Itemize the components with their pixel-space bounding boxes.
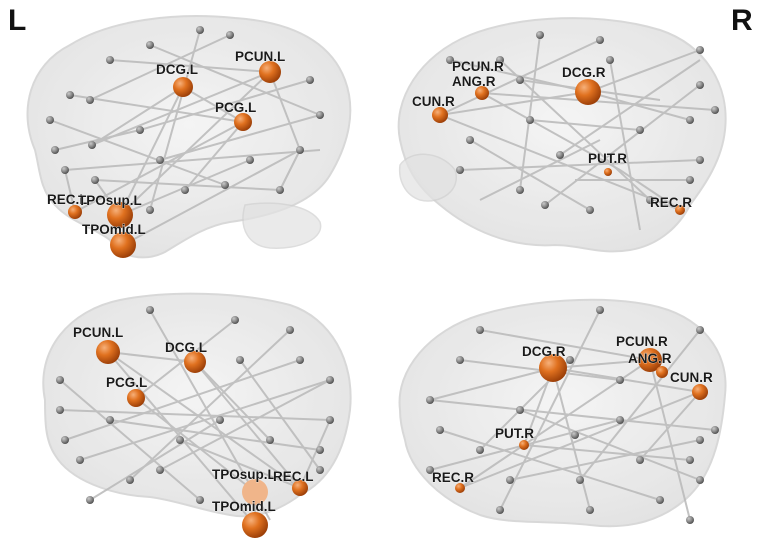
node-label: REC.L [47,192,88,207]
node-label: TPOmid.L [82,222,146,237]
edges [59,309,331,526]
hub-pcun-r [638,348,662,372]
node-label: REC.R [650,195,692,210]
node-label: CUN.R [412,94,455,109]
hub-put-r [604,168,612,176]
hub-ang-r [656,366,668,378]
node-label: PCUN.R [452,59,504,74]
small-nodes [446,31,719,214]
node-label: REC.R [432,470,474,485]
hub-pcun-l [259,61,281,83]
node-label: PCUN.R [616,334,668,349]
node-label: TPOsup.L [78,193,142,208]
node-label: DCG.L [156,62,198,77]
hub-rec-l [68,205,82,219]
hub-pcg-l [127,389,145,407]
hub-nodes [455,348,708,493]
node-label: DCG.R [562,65,606,80]
hub-rec-l [292,480,308,496]
small-nodes [56,306,334,504]
hub-nodes [96,340,308,538]
hub-rec-r [675,205,685,215]
node-label: PCUN.L [73,325,123,340]
node-label: PCG.L [106,375,147,390]
hub-put-r [519,440,529,450]
panel-top-left: DCG.L PCUN.L PCG.L REC.L TPOsup.L TPOmid… [26,15,352,259]
node-label: TPOsup.L [212,467,276,482]
node-labels: DCG.R PCUN.R ANG.R CUN.R PUT.R REC.R [432,334,714,486]
hub-pcun-l [96,340,120,364]
small-nodes [46,26,324,214]
hub-dcg-l [184,351,206,373]
hub-nodes [68,61,281,258]
hub-ang-r [475,86,489,100]
brain-outline [42,292,352,518]
node-label: DCG.R [522,344,566,359]
node-label: ANG.R [452,74,496,89]
cerebellum-outline [398,153,458,202]
node-label: TPOmid.L [212,499,276,514]
hub-tposup-l [107,202,133,228]
hub-dcg-l [173,77,193,97]
panel-top-right: PCUN.R ANG.R DCG.R CUN.R PUT.R REC.R [397,17,727,253]
node-label: DCG.L [165,340,207,355]
panel-bottom-left: PCUN.L DCG.L PCG.L TPOsup.L REC.L TPOmid… [42,292,352,538]
small-nodes [426,306,719,524]
hub-rec-r [455,483,465,493]
node-label: PCUN.L [235,49,285,64]
node-label: CUN.R [670,370,713,385]
cerebellum-outline [242,202,322,249]
hub-tpomid-l [242,512,268,538]
hub-tposup-l [242,479,268,505]
hub-dcg-r [539,354,567,382]
hub-cun-r [692,384,708,400]
brain-outline [397,17,727,253]
node-label: REC.L [273,469,314,484]
node-label: PCG.L [215,100,256,115]
node-label: ANG.R [628,351,672,366]
panel-bottom-right: DCG.R PCUN.R ANG.R CUN.R PUT.R REC.R [398,298,727,528]
hub-tpomid-l [110,232,136,258]
hub-dcg-r [575,79,601,105]
right-hemisphere-label: R [731,4,753,37]
hub-nodes [432,79,685,215]
edges [49,29,321,246]
edges [439,34,716,231]
node-labels: DCG.L PCUN.L PCG.L REC.L TPOsup.L TPOmid… [47,49,286,238]
hub-cun-r [432,107,448,123]
left-hemisphere-label: L [8,4,27,37]
node-label: PUT.R [588,151,627,166]
hub-pcg-l [234,113,252,131]
node-label: PUT.R [495,426,534,441]
node-labels: PCUN.R ANG.R DCG.R CUN.R PUT.R REC.R [412,59,693,211]
node-labels: PCUN.L DCG.L PCG.L TPOsup.L REC.L TPOmid… [73,325,314,515]
